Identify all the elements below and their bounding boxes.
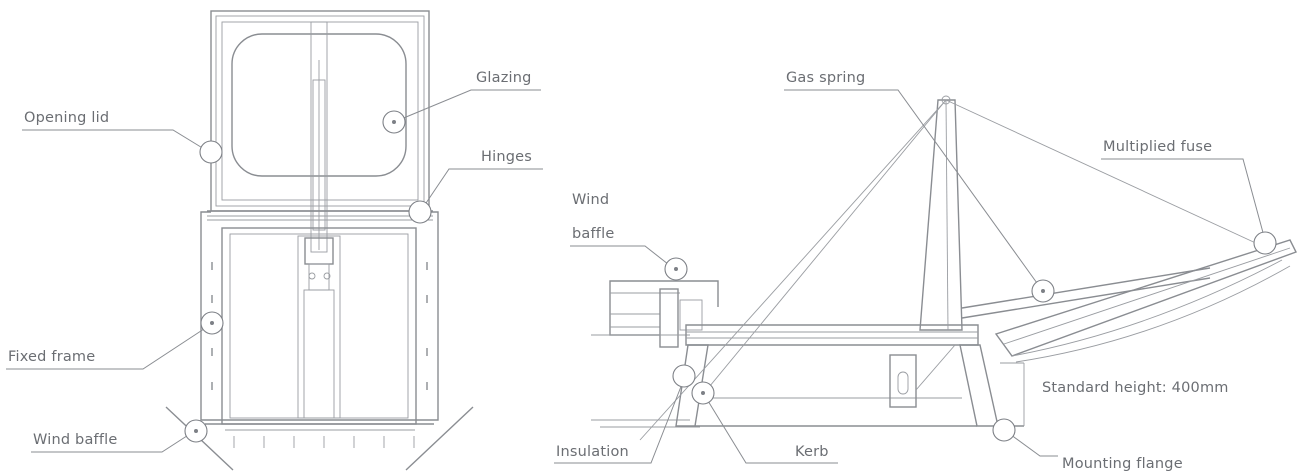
kerb-label: Kerb — [795, 444, 829, 460]
callout-wind-baffle-front: Wind baffle — [31, 419, 208, 453]
callout-kerb: Kerb — [691, 381, 838, 464]
hinges-marker — [408, 200, 432, 224]
mounting-flange-marker — [992, 418, 1016, 442]
fixed-frame-label: Fixed frame — [8, 349, 95, 365]
callout-fixed-frame: Fixed frame — [6, 311, 224, 370]
fixed-frame — [200, 211, 439, 421]
wind-baffle-side-label-line1: Wind — [572, 192, 609, 208]
glazing-label: Glazing — [476, 70, 532, 86]
hinges-label: Hinges — [481, 149, 532, 165]
callout-standard-height: Standard height: 400mm — [1042, 380, 1229, 396]
standard-height-label: Standard height: 400mm — [1042, 380, 1229, 396]
front-view-drawing — [165, 10, 474, 471]
opening-lid-marker — [199, 140, 223, 164]
support-post — [919, 99, 963, 331]
callout-multiplied-fuse: Multiplied fuse — [1101, 139, 1277, 255]
wind-baffle-side-label-line2: baffle — [572, 226, 614, 242]
wind-baffle-front-label: Wind baffle — [33, 432, 118, 448]
insulation-marker — [672, 364, 696, 388]
callout-opening-lid: Opening lid — [22, 110, 223, 164]
callout-gas-spring: Gas spring — [784, 70, 1055, 303]
mounting-flange-label: Mounting flange — [1062, 456, 1183, 472]
callout-insulation: Insulation — [554, 364, 696, 464]
callout-wind-baffle-side: Wind baffle — [570, 192, 688, 281]
opened-lid — [994, 239, 1297, 357]
insulation-label: Insulation — [556, 444, 629, 460]
multiplied-fuse-marker — [1253, 231, 1277, 255]
callout-glazing: Glazing — [382, 70, 541, 134]
gas-spring-label: Gas spring — [786, 70, 865, 86]
callout-hinges: Hinges — [408, 149, 543, 224]
opening-lid-label: Opening lid — [24, 110, 109, 126]
multiplied-fuse-label: Multiplied fuse — [1103, 139, 1212, 155]
callout-mounting-flange: Mounting flange — [992, 418, 1183, 472]
gas-spring-rod — [961, 267, 1211, 309]
